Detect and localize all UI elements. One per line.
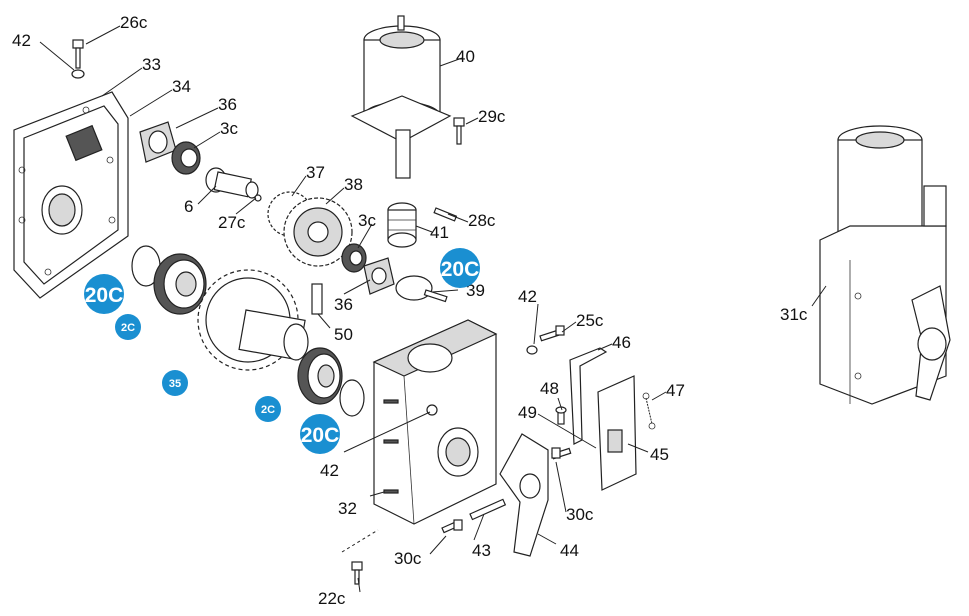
label-46: 46 <box>612 333 631 352</box>
label-30c-left: 30c <box>394 549 422 568</box>
seal-36-mid <box>363 257 395 295</box>
badge-2c-right-circle <box>255 396 281 422</box>
bearing-2c-right <box>297 347 343 405</box>
label-42-bottom: 42 <box>320 461 339 480</box>
label-3c-top: 3c <box>220 119 238 138</box>
leader-lines <box>39 25 827 593</box>
motor-40 <box>350 15 452 179</box>
screw-48 <box>555 406 567 425</box>
label-45: 45 <box>650 445 669 464</box>
label-31c: 31c <box>780 305 808 324</box>
label-38: 38 <box>344 175 363 194</box>
assembled-unit-31c <box>819 125 951 405</box>
gear-35 <box>197 269 309 371</box>
bearing-2c-left <box>153 253 207 315</box>
badge-2c-left: 2C <box>121 322 135 334</box>
oring-20c-right <box>339 379 365 417</box>
label-36-top: 36 <box>218 95 237 114</box>
label-34: 34 <box>172 77 191 96</box>
pin-43 <box>469 498 507 521</box>
worm-41 <box>387 202 417 248</box>
label-43: 43 <box>472 541 491 560</box>
handle-44 <box>499 433 549 557</box>
label-50: 50 <box>334 325 353 344</box>
badge-35: 35 <box>169 378 181 390</box>
label-49: 49 <box>518 403 537 422</box>
gear-37-38 <box>267 191 353 267</box>
label-27c: 27c <box>218 213 246 232</box>
seal-34 <box>139 121 177 163</box>
screw-29c <box>453 117 465 145</box>
key-50 <box>311 283 323 315</box>
badges: 20C 20C 20C 2C 2C 35 <box>84 248 480 454</box>
label-42-top: 42 <box>12 31 31 50</box>
label-32: 32 <box>338 499 357 518</box>
label-30c-right: 30c <box>566 505 594 524</box>
label-33: 33 <box>142 55 161 74</box>
label-41: 41 <box>430 223 449 242</box>
bracket-46 <box>569 347 608 445</box>
plate-45 <box>597 375 637 491</box>
label-44: 44 <box>560 541 579 560</box>
screw-30c-lower <box>441 519 463 534</box>
label-28c: 28c <box>468 211 496 230</box>
label-42-right: 42 <box>518 287 537 306</box>
badge-20c-bottom: 20C <box>301 424 340 447</box>
label-6: 6 <box>184 197 193 216</box>
label-26c: 26c <box>120 13 148 32</box>
label-36-mid: 36 <box>334 295 353 314</box>
badge-20c-top: 20C <box>441 258 480 281</box>
oring-39 <box>395 275 448 303</box>
housing-32 <box>372 319 498 525</box>
label-25c: 25c <box>576 311 604 330</box>
cover-plate <box>13 91 129 299</box>
pin-28c <box>433 207 458 222</box>
badge-20c-left: 20C <box>85 284 124 307</box>
badge-20c-left-circle <box>84 274 124 314</box>
label-47: 47 <box>666 381 685 400</box>
badge-2c-right: 2C <box>261 404 275 416</box>
label-22c: 22c <box>318 589 346 608</box>
badge-20c-bottom-circle <box>300 414 340 454</box>
bolt-26c <box>71 39 85 79</box>
bearing-3c-mid <box>341 243 367 273</box>
label-48: 48 <box>540 379 559 398</box>
pinion-6 <box>205 167 262 202</box>
label-37: 37 <box>306 163 325 182</box>
bearing-3c-upper <box>171 141 201 175</box>
badge-20c-top-circle <box>440 248 480 288</box>
badge-35-circle <box>162 370 188 396</box>
screw-30c-upper <box>551 447 572 460</box>
badge-2c-left-circle <box>115 314 141 340</box>
label-39: 39 <box>466 281 485 300</box>
callout-labels: 42 26c 33 34 36 3c 6 27c 37 38 40 29c 28… <box>12 13 808 608</box>
spring-47 <box>642 392 656 430</box>
label-40: 40 <box>456 47 475 66</box>
label-29c: 29c <box>478 107 506 126</box>
screw-25c <box>526 325 565 355</box>
label-3c-mid: 3c <box>358 211 376 230</box>
screw-22c <box>341 529 379 585</box>
